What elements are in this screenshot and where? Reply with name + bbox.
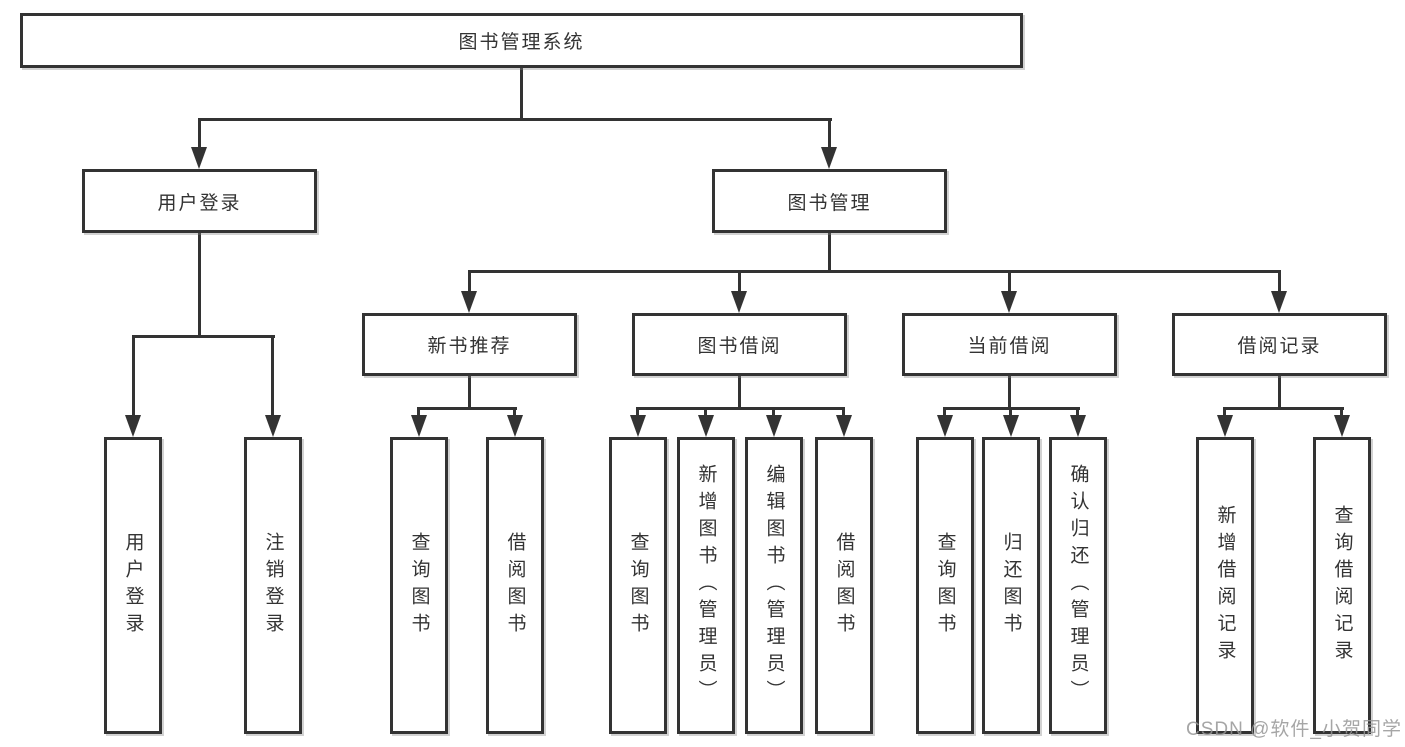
connector: [1008, 270, 1011, 294]
connector: [520, 68, 523, 120]
arrow-down-icon: [937, 415, 953, 437]
node-label: 查询图书: [408, 531, 430, 640]
connector: [1223, 407, 1344, 410]
arrow-down-icon: [1001, 291, 1017, 313]
node-leaf-edit-book-admin: 编辑图书（管理员）: [745, 437, 803, 734]
connector: [271, 335, 274, 417]
node-library-system: 图书管理系统: [20, 13, 1023, 68]
connector: [1340, 407, 1343, 417]
node-leaf-query-books-3: 查询图书: [916, 437, 974, 734]
connector: [704, 407, 707, 417]
connector: [1278, 376, 1281, 410]
node-leaf-query-borrow-record: 查询借阅记录: [1313, 437, 1371, 734]
connector: [738, 376, 741, 410]
node-label: 查询借阅记录: [1331, 504, 1353, 667]
node-label: 新增借阅记录: [1214, 504, 1236, 667]
connector: [738, 270, 741, 294]
connector: [1076, 407, 1079, 417]
connector: [417, 407, 420, 417]
watermark: CSDN @软件_小贺同学: [1186, 719, 1402, 740]
node-current-borrow: 当前借阅: [902, 313, 1117, 376]
node-label: 借阅记录: [1237, 336, 1322, 357]
connector: [1008, 376, 1011, 410]
connector: [842, 407, 845, 417]
arrow-down-icon: [1003, 415, 1019, 437]
node-borrow-records: 借阅记录: [1172, 313, 1387, 376]
node-leaf-return-books: 归还图书: [982, 437, 1040, 734]
node-label: 归还图书: [1000, 531, 1022, 640]
connector: [636, 407, 639, 417]
arrow-down-icon: [507, 415, 523, 437]
node-label: 借阅图书: [833, 531, 855, 640]
arrow-down-icon: [191, 147, 207, 169]
node-new-book-recommend: 新书推荐: [362, 313, 577, 376]
arrow-down-icon: [821, 147, 837, 169]
connector: [417, 407, 517, 410]
node-leaf-user-login: 用户登录: [104, 437, 162, 734]
node-leaf-add-book-admin: 新增图书（管理员）: [677, 437, 735, 734]
connector: [468, 376, 471, 410]
arrow-down-icon: [461, 291, 477, 313]
arrow-down-icon: [265, 415, 281, 437]
connector: [198, 118, 832, 121]
node-label: 图书管理系统: [458, 32, 585, 53]
arrow-down-icon: [1070, 415, 1086, 437]
connector: [198, 233, 201, 337]
node-label: 借阅图书: [504, 531, 526, 640]
connector: [828, 233, 831, 273]
connector: [772, 407, 775, 417]
node-label: 图书借阅: [697, 336, 782, 357]
arrow-down-icon: [125, 415, 141, 437]
connector: [468, 270, 1281, 273]
arrow-down-icon: [731, 291, 747, 313]
arrow-down-icon: [1217, 415, 1233, 437]
node-book-borrow: 图书借阅: [632, 313, 847, 376]
node-user-login: 用户登录: [82, 169, 317, 233]
node-label: 查询图书: [934, 531, 956, 640]
node-leaf-borrow-books-2: 借阅图书: [815, 437, 873, 734]
arrow-down-icon: [698, 415, 714, 437]
node-leaf-add-borrow-record: 新增借阅记录: [1196, 437, 1254, 734]
connector: [1278, 270, 1281, 294]
node-label: 图书管理: [787, 192, 872, 214]
node-label: 用户登录: [122, 531, 144, 640]
node-label: 新书推荐: [427, 336, 512, 357]
node-leaf-confirm-return-admin: 确认归还（管理员）: [1049, 437, 1107, 734]
node-label: 注销登录: [262, 531, 284, 640]
arrow-down-icon: [630, 415, 646, 437]
node-label: 查询图书: [627, 531, 649, 640]
connector: [468, 270, 471, 294]
node-leaf-logout: 注销登录: [244, 437, 302, 734]
connector: [513, 407, 516, 417]
connector: [198, 118, 201, 150]
arrow-down-icon: [766, 415, 782, 437]
connector: [943, 407, 946, 417]
node-label: 用户登录: [157, 192, 242, 214]
connector: [1223, 407, 1226, 417]
connector: [1009, 407, 1012, 417]
node-label: 编辑图书（管理员）: [763, 464, 785, 707]
connector: [132, 335, 275, 338]
arrow-down-icon: [836, 415, 852, 437]
node-label: 确认归还（管理员）: [1067, 464, 1089, 707]
node-book-management: 图书管理: [712, 169, 947, 233]
node-label: 当前借阅: [967, 336, 1052, 357]
arrow-down-icon: [411, 415, 427, 437]
node-leaf-query-books-2: 查询图书: [609, 437, 667, 734]
arrow-down-icon: [1271, 291, 1287, 313]
node-leaf-query-books-1: 查询图书: [390, 437, 448, 734]
connector: [132, 335, 135, 417]
connector: [636, 407, 845, 410]
connector: [828, 118, 831, 150]
node-leaf-borrow-books-1: 借阅图书: [486, 437, 544, 734]
node-label: 新增图书（管理员）: [695, 464, 717, 707]
arrow-down-icon: [1334, 415, 1350, 437]
